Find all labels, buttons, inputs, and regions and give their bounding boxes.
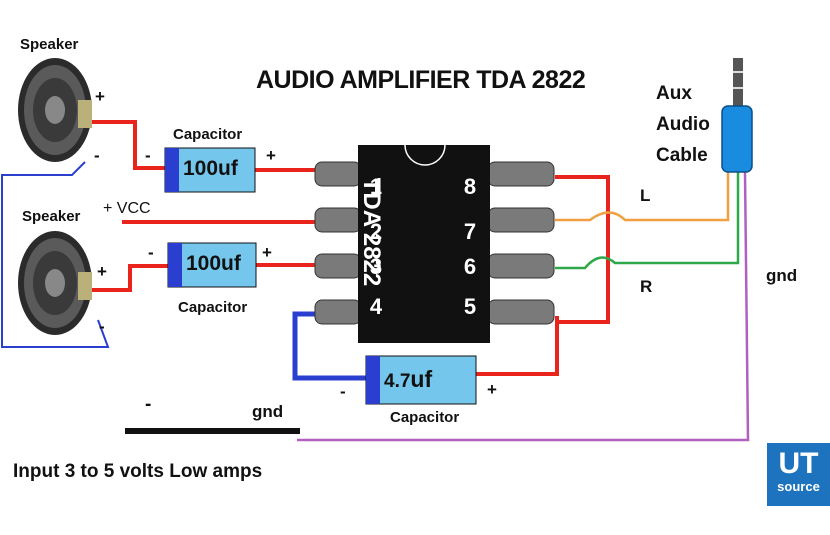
red-wires <box>92 120 610 376</box>
capacitor-middle-minus: - <box>148 243 154 262</box>
wire-pin8-pin5-bus <box>555 175 610 324</box>
wire-pin4-to-cap3 <box>292 311 368 381</box>
aux-label-line2: Audio <box>656 114 710 135</box>
utsource-logo: UT source <box>767 443 830 506</box>
pin-5-leg <box>487 299 555 325</box>
capacitor-bottom-value-unit: uf <box>410 366 433 392</box>
logo-line2: source <box>777 479 820 494</box>
pin-1-leg <box>314 161 362 187</box>
pin-4-leg <box>314 299 362 325</box>
left-channel-label: L <box>640 186 651 205</box>
pin-7-number: 7 <box>463 219 477 244</box>
pin-6-leg <box>487 253 555 279</box>
capacitor-top <box>164 147 256 193</box>
aux-jack <box>721 58 753 173</box>
wire-left-channel <box>555 172 730 222</box>
gnd-bottom-label: gnd <box>252 402 284 421</box>
aux-label-line1: Aux <box>656 83 692 104</box>
wire-speaker2-plus <box>92 264 168 292</box>
capacitor-middle-value: 100uf <box>186 252 241 275</box>
gnd-right-label: gnd <box>766 266 798 285</box>
right-channel-label: R <box>640 277 653 296</box>
pin-3-leg <box>314 253 362 279</box>
capacitor-bottom-minus: - <box>340 382 346 401</box>
pin-2-number: 2 <box>369 219 383 244</box>
ground-minus: - <box>145 394 152 415</box>
vcc-label: + VCC <box>103 200 151 217</box>
capacitor-bottom-value: 4.7uf <box>384 366 432 393</box>
capacitor-bottom-plus: + <box>487 380 497 399</box>
footer-note: Input 3 to 5 volts Low amps <box>13 461 263 482</box>
pin-3-number: 3 <box>369 254 383 279</box>
capacitor-top-value: 100uf <box>183 157 238 180</box>
aux-label: Aux Audio Cable <box>656 78 710 171</box>
diagram-title: AUDIO AMPLIFIER TDA 2822 <box>256 66 586 94</box>
pin-1-number: 1 <box>369 174 383 199</box>
blue-wires <box>1 161 110 348</box>
speaker-top-minus: - <box>94 146 100 165</box>
wire-cap3-to-pin5 <box>474 316 559 376</box>
speaker-bottom-plus: + <box>97 262 107 281</box>
pin-8-leg <box>487 161 555 187</box>
speaker-bottom-label: Speaker <box>22 208 81 225</box>
wire-speaker1-minus <box>1 161 110 348</box>
pin-4-number: 4 <box>369 294 383 319</box>
capacitor-top-label: Capacitor <box>173 126 243 143</box>
capacitor-middle <box>167 242 257 288</box>
capacitor-middle-label: Capacitor <box>178 299 248 316</box>
wire-right-channel <box>555 172 740 270</box>
speaker-bottom <box>18 231 92 335</box>
pin-6-number: 6 <box>463 254 477 279</box>
speaker-top-label: Speaker <box>20 36 79 53</box>
speaker-top-plus: + <box>95 87 105 106</box>
speaker-bottom-minus: - <box>99 317 105 336</box>
ic-body <box>358 144 490 343</box>
wire-ground-purple <box>297 171 750 442</box>
logo-line1: UT <box>778 447 819 480</box>
capacitor-bottom-label: Capacitor <box>390 409 460 426</box>
pin-2-leg <box>314 207 362 233</box>
capacitor-top-minus: - <box>145 146 151 165</box>
capacitor-bottom-value-number: 4.7 <box>384 371 411 392</box>
capacitor-top-plus: + <box>266 146 276 165</box>
speaker-top <box>18 58 92 162</box>
capacitor-middle-plus: + <box>262 243 272 262</box>
aux-wires <box>297 171 750 442</box>
capacitor-bottom <box>365 355 477 405</box>
pin-5-number: 5 <box>463 294 477 319</box>
aux-label-line3: Cable <box>656 145 708 166</box>
ic-pins <box>314 161 555 325</box>
wire-speaker1-plus <box>92 120 165 170</box>
chip-name: TDA 2822 <box>358 177 385 287</box>
pin-8-number: 8 <box>463 174 477 199</box>
pin-7-leg <box>487 207 555 233</box>
